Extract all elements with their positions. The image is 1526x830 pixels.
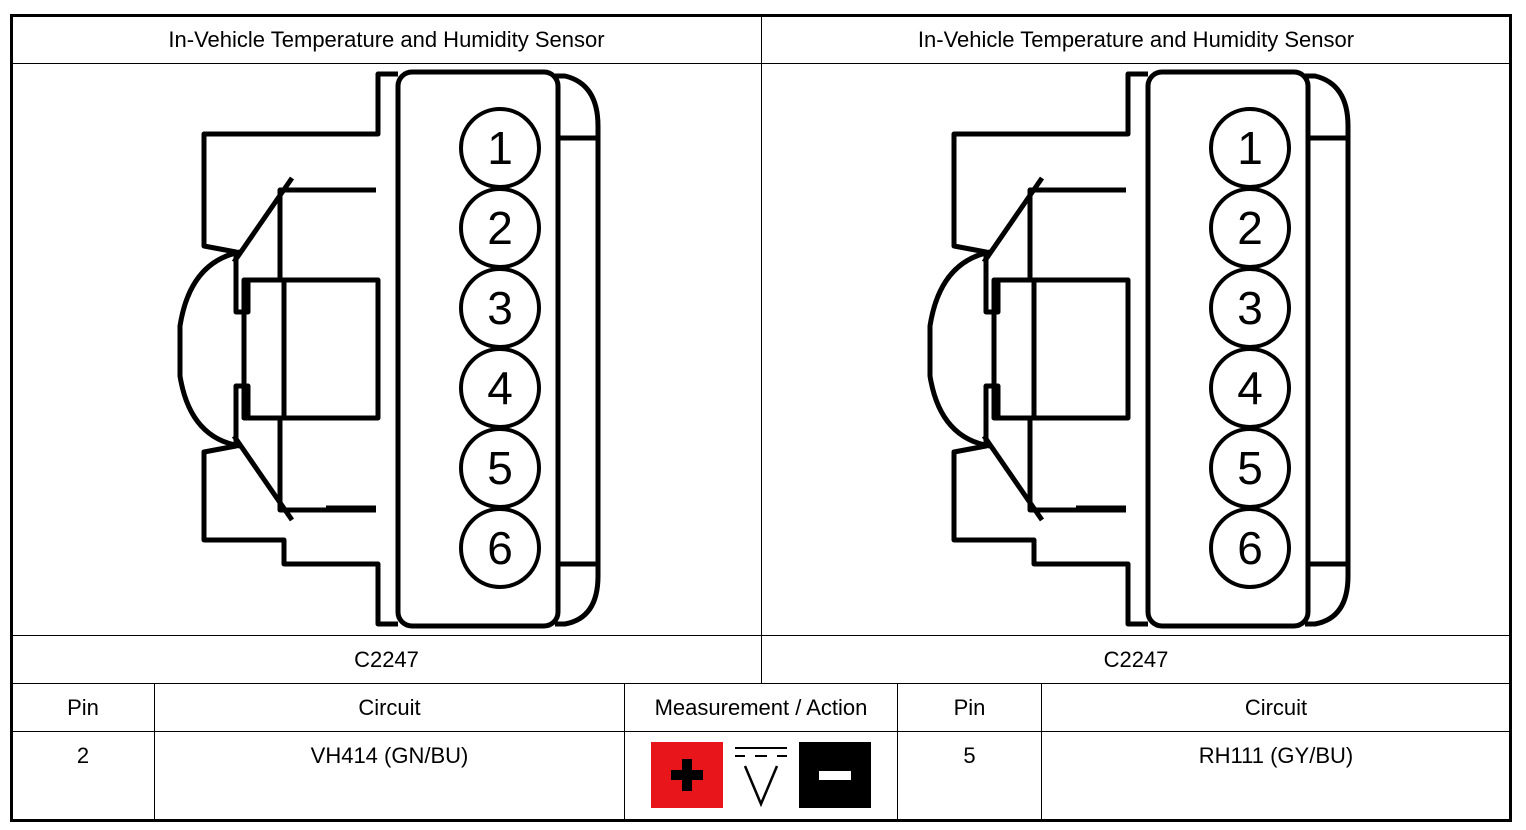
- title-row-divider: [12, 63, 1510, 64]
- measurement-action: [624, 731, 898, 819]
- connector-id-row-divider: [12, 683, 1510, 684]
- panel-divider: [761, 16, 762, 683]
- left-pin-4-label: 4: [487, 362, 513, 414]
- table-row-circuit-a: VH414 (GN/BU): [310, 743, 469, 768]
- table-header-measurement: Measurement / Action: [654, 694, 868, 720]
- right-pin-4-label: 4: [1237, 362, 1263, 414]
- table-col-divider-1: [154, 683, 155, 820]
- table-col-divider-2: [624, 683, 625, 820]
- left-pin-2-label: 2: [487, 202, 513, 254]
- right-connector-id: C2247: [1103, 646, 1169, 672]
- table-header-divider: [12, 731, 1510, 732]
- right-pin-1-label: 1: [1237, 122, 1263, 174]
- image-row-divider: [12, 635, 1510, 636]
- dc-voltage-icon: [733, 742, 789, 808]
- left-pin-3-label: 3: [487, 282, 513, 334]
- right-pin-6-label: 6: [1237, 522, 1263, 574]
- left-pin-5-label: 5: [487, 442, 513, 494]
- diagram-frame: [10, 14, 1512, 822]
- left-connector-id: C2247: [354, 646, 419, 672]
- left-pin-6-label: 6: [487, 522, 513, 574]
- table-header-circuit-a: Circuit: [358, 694, 421, 720]
- table-row-pin-a: 2: [76, 743, 90, 768]
- left-connector-drawing: 1 2 3 4 5 6: [160, 66, 610, 632]
- positive-probe-icon: [651, 742, 723, 808]
- right-panel-title: In-Vehicle Temperature and Humidity Sens…: [917, 26, 1355, 52]
- table-col-divider-3: [897, 683, 898, 820]
- table-row-circuit-b: RH111 (GY/BU): [1198, 743, 1354, 768]
- right-connector-drawing: 1 2 3 4 5 6: [910, 66, 1360, 632]
- table-header-circuit-b: Circuit: [1244, 694, 1308, 720]
- negative-probe-icon: [799, 742, 871, 808]
- left-panel-title: In-Vehicle Temperature and Humidity Sens…: [168, 26, 605, 52]
- right-pin-3-label: 3: [1237, 282, 1263, 334]
- table-col-divider-4: [1041, 683, 1042, 820]
- table-header-pin-b: Pin: [953, 694, 986, 720]
- left-pin-1-label: 1: [487, 122, 513, 174]
- table-row-pin-b: 5: [963, 743, 976, 768]
- right-pin-2-label: 2: [1237, 202, 1263, 254]
- right-pin-5-label: 5: [1237, 442, 1263, 494]
- table-header-pin-a: Pin: [67, 694, 99, 720]
